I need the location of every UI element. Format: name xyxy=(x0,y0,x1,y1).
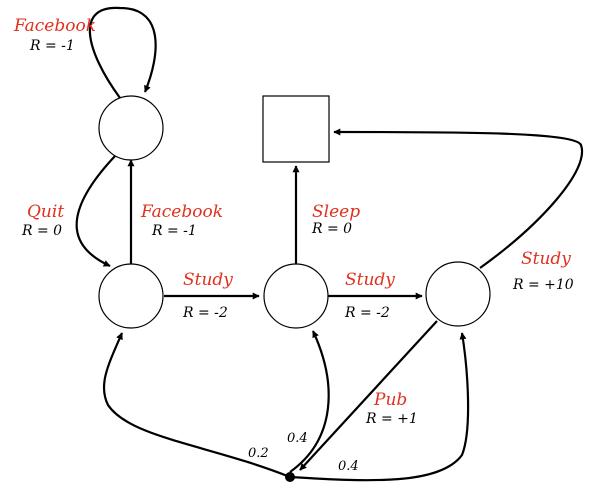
action-label-pub: Pub xyxy=(373,390,407,410)
state-class3 xyxy=(425,261,491,327)
action-label-quit: Quit xyxy=(27,202,64,222)
edge-study-3 xyxy=(333,128,584,269)
action-label-facebook-up: Facebook xyxy=(140,202,223,222)
probability-label-class1: 0.2 xyxy=(248,446,269,461)
state-sleep-terminal xyxy=(262,95,330,163)
probability-label-class2: 0.4 xyxy=(287,431,308,446)
edge-chance-to-class1 xyxy=(102,332,291,479)
reward-label-pub: R = +1 xyxy=(365,411,418,427)
reward-label-study-1: R = -2 xyxy=(182,305,228,321)
action-label-facebook-loop: Facebook xyxy=(13,16,96,36)
action-label-sleep: Sleep xyxy=(312,202,360,222)
edge-quit xyxy=(75,155,116,268)
reward-label-study-3: R = +10 xyxy=(512,277,574,293)
edge-chance-to-class2 xyxy=(289,330,330,473)
reward-label-facebook-up: R = -1 xyxy=(151,223,197,239)
probability-label-class3: 0.4 xyxy=(338,459,359,474)
edge-pub xyxy=(299,320,438,471)
reward-label-quit: R = 0 xyxy=(21,223,62,239)
reward-label-facebook-loop: R = -1 xyxy=(29,38,75,54)
state-class1 xyxy=(98,263,164,329)
reward-label-study-2: R = -2 xyxy=(344,305,390,321)
edge-facebook-self-loop xyxy=(88,6,157,99)
chance-node xyxy=(285,472,295,482)
edge-chance-to-class3 xyxy=(289,332,470,482)
action-label-study-1: Study xyxy=(183,270,233,290)
state-facebook xyxy=(98,95,164,161)
action-label-study-3: Study xyxy=(521,249,571,269)
state-class2 xyxy=(263,263,329,329)
reward-label-sleep: R = 0 xyxy=(311,221,352,237)
action-label-study-2: Study xyxy=(345,270,395,290)
